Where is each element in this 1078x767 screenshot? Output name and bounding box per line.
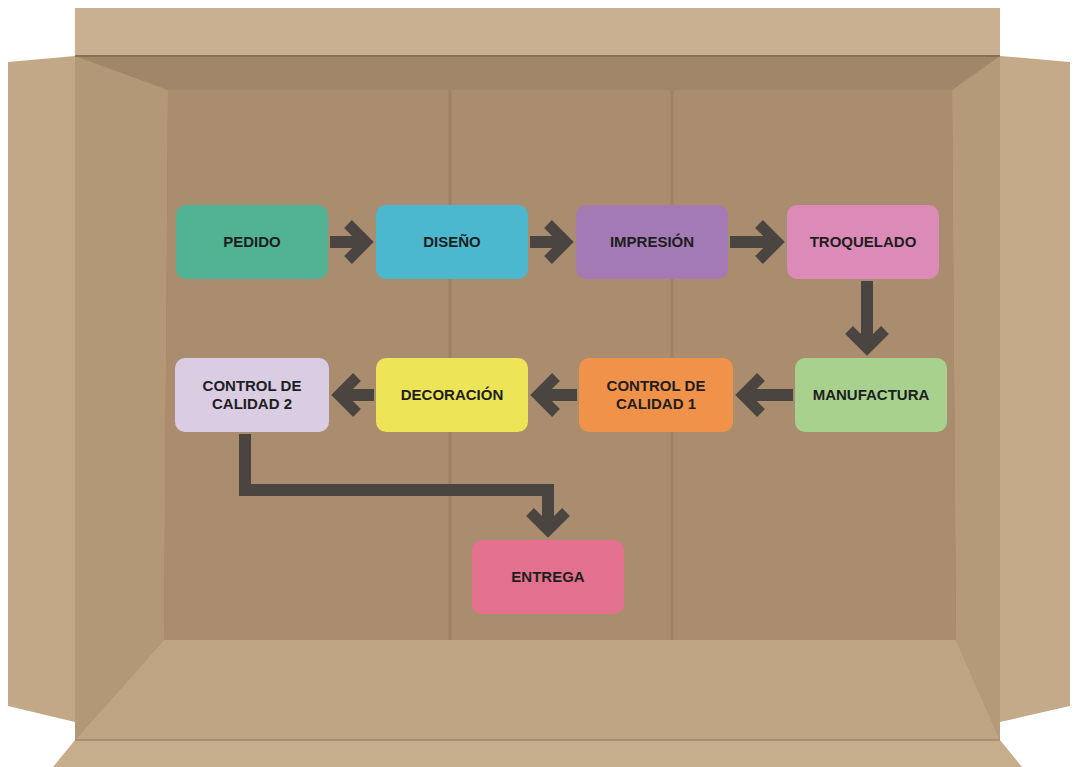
- step-label: CONTROL DE CALIDAD 2: [187, 377, 317, 413]
- flow-arrow: [743, 377, 793, 413]
- process-box: DECORACIÓN: [376, 358, 528, 432]
- step-label: DISEÑO: [423, 233, 481, 251]
- step-label: ENTREGA: [511, 568, 584, 586]
- process-box: PEDIDO: [176, 205, 328, 279]
- process-box: CONTROL DE CALIDAD 2: [175, 358, 329, 432]
- process-box: DISEÑO: [376, 205, 528, 279]
- process-box: ENTREGA: [472, 540, 624, 614]
- process-box: TROQUELADO: [787, 205, 939, 279]
- process-box: MANUFACTURA: [795, 358, 947, 432]
- step-label: CONTROL DE CALIDAD 1: [591, 377, 721, 413]
- flow-arrow: [339, 377, 374, 413]
- flow-arrow: [530, 224, 566, 260]
- process-box: IMPRESIÓN: [576, 205, 728, 279]
- step-label: MANUFACTURA: [813, 386, 930, 404]
- step-label: DECORACIÓN: [401, 386, 504, 404]
- flow-arrow: [849, 281, 885, 348]
- flow-arrow: [330, 224, 366, 260]
- step-label: PEDIDO: [223, 233, 281, 251]
- process-box: CONTROL DE CALIDAD 1: [579, 358, 733, 432]
- step-label: TROQUELADO: [810, 233, 917, 251]
- flow-arrow: [538, 377, 577, 413]
- flow-arrow: [245, 434, 566, 530]
- step-label: IMPRESIÓN: [610, 233, 694, 251]
- flow-arrow: [730, 224, 777, 260]
